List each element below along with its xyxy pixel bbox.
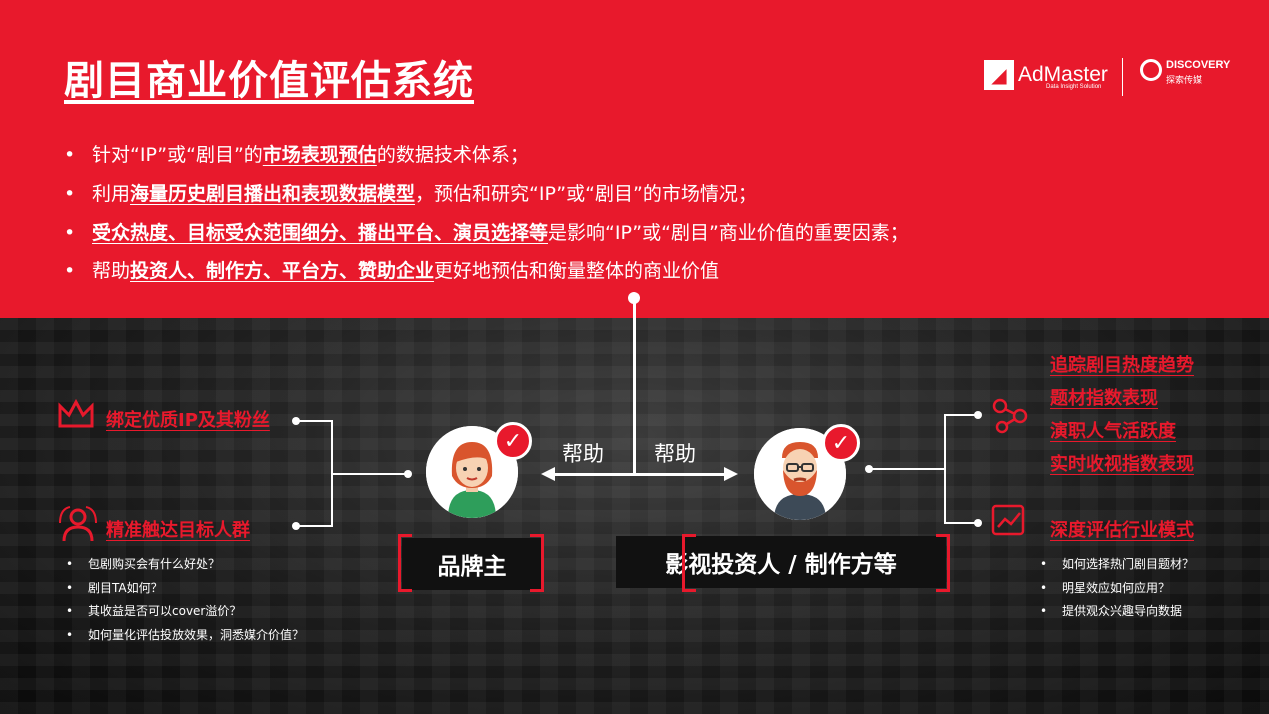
left-heading-2: 精准触达目标人群 [106, 520, 250, 541]
list-item: •剧目TA如何？ [66, 580, 163, 595]
help-right-label: 帮助 [654, 442, 696, 466]
connector-line [331, 473, 407, 475]
connector-line [944, 414, 946, 524]
list-item: •如何选择热门剧目题材？ [1040, 557, 1195, 571]
connector-line [944, 522, 978, 524]
people-target-icon [59, 506, 97, 542]
share-nodes-icon [992, 398, 1028, 434]
horizontal-connector [555, 473, 725, 476]
page-title: 剧目商业价值评估系统 [64, 58, 474, 104]
right-heading-5: 深度评估行业模式 [1050, 520, 1194, 541]
bullet-item: •受众热度、目标受众范围细分、播出平台、演员选择等 是影响“IP”或“剧目”商业… [64, 221, 909, 244]
woman-avatar-icon [426, 426, 518, 518]
list-item: •其收益是否可以cover溢价？ [66, 604, 242, 618]
connector-line [296, 420, 332, 422]
discovery-cn: 探索传媒 [1166, 76, 1203, 86]
arrow-left-icon [541, 467, 555, 481]
chart-edit-icon [991, 504, 1025, 536]
admaster-name: AdMaster [1018, 63, 1108, 86]
top-banner [0, 0, 1269, 318]
bullet-item: •帮助 投资人、制作方、平台方、赞助企业 更好地预估和衡量整体的商业价值 [64, 260, 720, 283]
right-question-list: •如何选择热门剧目题材？ •明星效应如何应用？ •提供观众兴趣导向数据 [1040, 555, 1194, 626]
connector-dot [974, 519, 982, 527]
right-heading-3: 演职人气活跃度 [1050, 421, 1176, 442]
connector-dot [628, 292, 640, 304]
crown-icon [58, 398, 94, 428]
right-heading-2: 题材指数表现 [1050, 388, 1158, 409]
bracket-right [530, 534, 544, 592]
connector-line [296, 525, 332, 527]
help-left-label: 帮助 [562, 442, 604, 466]
logo-divider [1122, 58, 1123, 96]
check-icon: ✓ [822, 424, 860, 462]
right-heading-1: 追踪剧目热度趋势 [1050, 355, 1194, 376]
discovery-ring-icon [1140, 59, 1162, 81]
list-item: •提供观众兴趣导向数据 [1040, 604, 1183, 618]
bullet-list: •针对“IP”或“剧目”的 市场表现预估 的数据技术体系； •利用 海量历史剧目… [64, 136, 909, 291]
left-question-list: •包剧购买会有什么好处？ •剧目TA如何？ •其收益是否可以cover溢价？ •… [66, 555, 304, 649]
investor-label: 影视投资人 / 制作方等 [616, 536, 946, 588]
brand-label: 品牌主 [402, 538, 542, 590]
list-item: •如何量化评估投放效果，洞悉媒介价值？ [66, 627, 305, 642]
vertical-connector [633, 298, 636, 474]
discovery-name: DISCOVERY [1166, 59, 1231, 71]
bracket-left [682, 534, 696, 592]
admaster-logo-icon: ◢ [984, 60, 1014, 90]
check-icon: ✓ [494, 422, 532, 460]
bullet-item: •利用 海量历史剧目播出和表现数据模型，预估和研究“IP”或“剧目”的市场情况； [64, 183, 757, 206]
connector-line [944, 414, 978, 416]
bracket-left [398, 534, 412, 592]
list-item: •明星效应如何应用？ [1040, 580, 1171, 595]
bearded-man-avatar-icon [754, 428, 846, 520]
connector-line [869, 468, 945, 470]
connector-dot [974, 411, 982, 419]
arrow-right-icon [724, 467, 738, 481]
left-heading-1: 绑定优质IP及其粉丝 [106, 410, 270, 431]
admaster-sub: Data Insight Solution [1046, 84, 1102, 90]
bullet-item: •针对“IP”或“剧目”的 市场表现预估 的数据技术体系； [64, 144, 529, 167]
right-heading-4: 实时收视指数表现 [1050, 454, 1194, 475]
connector-dot [404, 470, 412, 478]
bracket-right [936, 534, 950, 592]
list-item: •包剧购买会有什么好处？ [66, 557, 221, 571]
admaster-logo: ◢ AdMaster Data Insight Solution [984, 60, 1108, 90]
